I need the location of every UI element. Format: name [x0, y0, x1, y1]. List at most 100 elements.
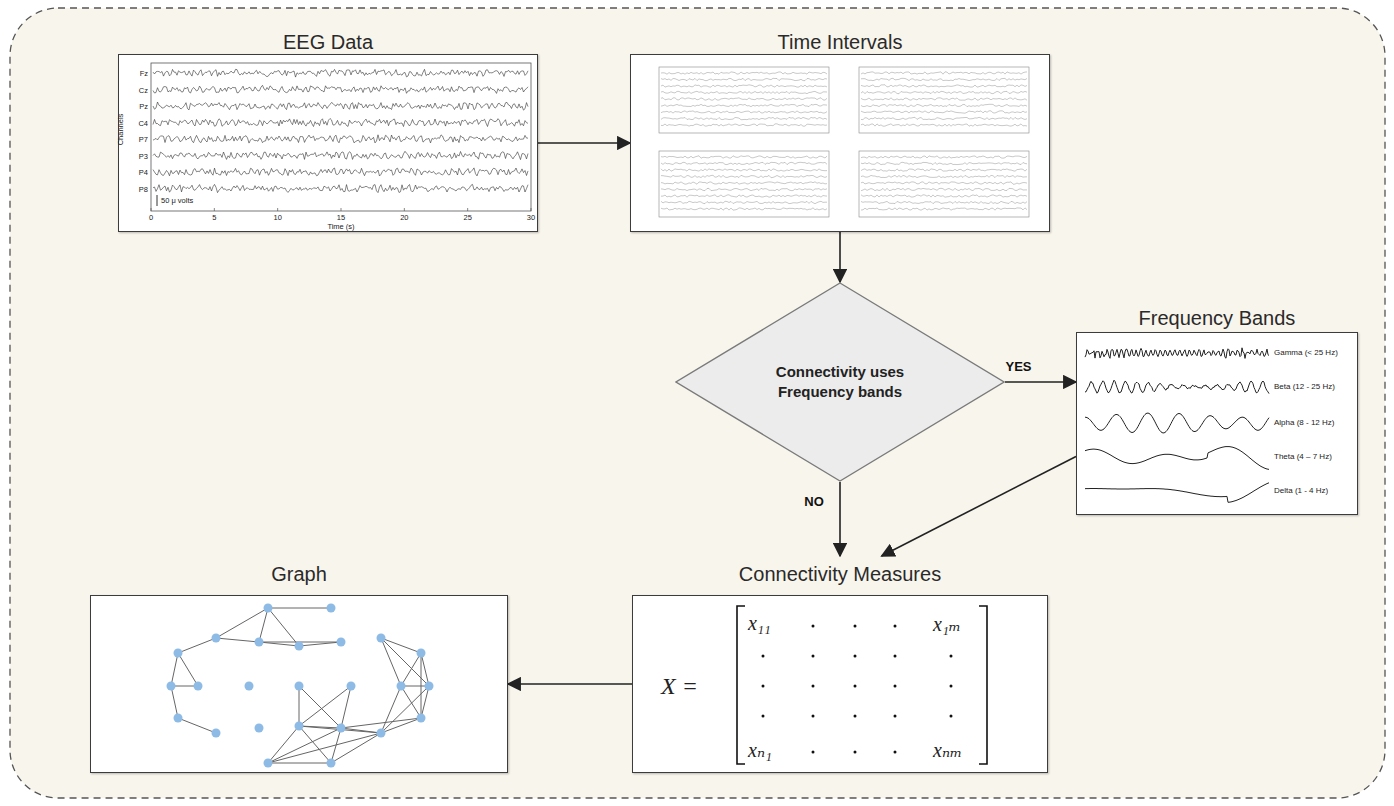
graph-edge — [171, 653, 178, 686]
panel-box: FzCzPzC4P7P3P4P8Channels051015202530Time… — [118, 54, 538, 232]
eeg-plot — [119, 55, 539, 233]
band-wave — [1085, 348, 1269, 359]
flow-arrow — [882, 456, 1076, 556]
tick-label: 15 — [331, 213, 351, 222]
channel-name: P4 — [119, 168, 148, 177]
mini-trace — [861, 162, 1027, 164]
matrix-bracket — [737, 606, 745, 764]
graph-vertex — [255, 638, 264, 647]
axis-tick — [404, 208, 405, 211]
band-label: Theta (4 – 7 Hz) — [1274, 452, 1332, 461]
graph-edge — [381, 638, 401, 686]
graph-vertex — [327, 604, 336, 613]
mini-trace — [861, 98, 1027, 100]
matrix-entry: x₁₁ — [748, 612, 771, 635]
mini-trace — [661, 175, 827, 177]
matrix-dot — [812, 655, 815, 658]
matrix-dot — [762, 655, 765, 658]
matrix-dot — [894, 625, 897, 628]
graph-edge — [299, 686, 351, 726]
matrix-dot — [950, 715, 953, 718]
matrix-entry: xₙ₁ — [748, 738, 772, 762]
graph-edge — [381, 686, 401, 733]
mini-trace — [661, 98, 827, 100]
mini-trace — [861, 117, 1027, 119]
mini-trace — [861, 182, 1027, 184]
flow-arrow — [1005, 381, 1076, 383]
diamond-shape — [675, 282, 1005, 482]
graph-edge — [381, 638, 429, 686]
mini-trace — [861, 208, 1027, 210]
graph-vertex — [174, 714, 183, 723]
graph-edge — [268, 726, 299, 763]
axis-tick — [341, 208, 342, 211]
mini-trace — [661, 169, 827, 171]
graph-vertex — [337, 638, 346, 647]
panel-box — [630, 54, 1050, 232]
matrix-dot — [762, 715, 765, 718]
graph-edge — [216, 608, 268, 638]
graph-edge — [299, 642, 341, 646]
mini-trace — [661, 162, 827, 164]
mini-trace — [861, 175, 1027, 177]
diamond-outline — [676, 283, 1004, 481]
graph-vertex — [397, 682, 406, 691]
graph-vertex — [377, 729, 386, 738]
panel-heading: EEG Data — [118, 24, 538, 55]
eeg-trace — [153, 168, 528, 176]
mini-trace — [861, 104, 1027, 106]
mini-trace — [661, 72, 827, 74]
flow-arrow — [839, 482, 841, 556]
mini-axes — [659, 67, 829, 133]
panel-box: X =x₁₁x₁ₘxₙ₁xₙₘ — [632, 595, 1048, 773]
mini-trace — [861, 156, 1027, 158]
process-panel: Time Intervals — [630, 24, 1050, 232]
matrix-dot — [812, 625, 815, 628]
graph-vertex — [347, 682, 356, 691]
graph-edge — [171, 686, 178, 718]
mini-axes — [659, 151, 829, 217]
band-label: Gamma (< 25 Hz) — [1274, 348, 1338, 357]
graph-edge — [421, 653, 429, 686]
matrix-entry: xₙₘ — [933, 738, 962, 762]
matrix-dot — [854, 655, 857, 658]
tick-label: 25 — [458, 213, 478, 222]
matrix-symbol: X = — [661, 673, 698, 700]
mini-trace — [661, 104, 827, 106]
graph-edge — [268, 733, 381, 763]
graph-edge — [401, 653, 421, 686]
eeg-trace — [153, 69, 528, 77]
graph-edge — [299, 686, 300, 726]
graph-vertex — [295, 722, 304, 731]
graph-edge — [421, 653, 422, 718]
band-label: Beta (12 - 25 Hz) — [1274, 382, 1335, 391]
graph-vertex — [377, 634, 386, 643]
axis-tick — [277, 208, 278, 211]
matrix-dot — [950, 685, 953, 688]
graph-vertex — [194, 682, 203, 691]
mini-trace — [661, 85, 827, 87]
graph-edge — [268, 763, 331, 764]
matrix-dot — [854, 715, 857, 718]
graph-vertex — [295, 682, 304, 691]
mini-trace — [661, 111, 827, 113]
graph-vertex — [264, 759, 273, 768]
graph-edge — [259, 642, 299, 646]
mini-trace — [661, 208, 827, 210]
graph-edge — [381, 686, 429, 733]
band-label: Delta (1 - 4 Hz) — [1274, 486, 1328, 495]
panel-box: Gamma (< 25 Hz)Beta (12 - 25 Hz)Alpha (8… — [1076, 332, 1358, 515]
matrix-dot — [854, 751, 857, 754]
mini-trace — [661, 124, 827, 126]
band-wave — [1085, 447, 1269, 470]
graph-vertex — [174, 649, 183, 658]
panel-heading: Frequency Bands — [1076, 300, 1358, 331]
channel-name: P3 — [119, 152, 148, 161]
channel-name: Fz — [119, 69, 148, 78]
mini-trace — [661, 78, 827, 80]
graph-edge — [421, 686, 429, 718]
channel-name: Pz — [119, 102, 148, 111]
channel-name: Cz — [119, 86, 148, 95]
graph-edge — [341, 718, 421, 728]
